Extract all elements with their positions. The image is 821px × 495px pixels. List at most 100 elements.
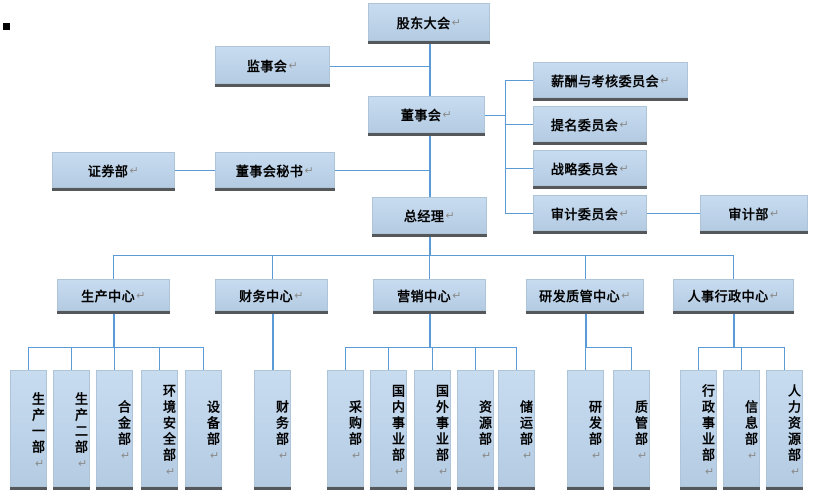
connector-committee-4 — [505, 213, 533, 214]
pilcrow-icon: ↵ — [621, 288, 631, 302]
connector-center-5 — [733, 255, 734, 279]
node-dept-domestic-business[interactable]: 国内事业部↵ — [370, 370, 407, 487]
node-dept-overseas-business[interactable]: 国外事业部↵ — [414, 370, 451, 487]
connector-board-to-committee-bus — [485, 115, 506, 116]
pilcrow-icon: ↵ — [769, 288, 780, 302]
pilcrow-icon: ↵ — [703, 465, 716, 481]
pilcrow-icon: ↵ — [393, 465, 406, 481]
node-shareholders-meeting[interactable]: 股东大会↵ — [368, 3, 490, 41]
connector-rnd-dept-2 — [631, 347, 632, 370]
node-label: 营销中心 — [397, 289, 452, 305]
pilcrow-icon: ↵ — [442, 108, 453, 121]
connector-committee-2 — [505, 124, 533, 125]
committee-bus — [505, 80, 506, 214]
connector-board-to-gm — [429, 133, 431, 199]
node-committee-audit[interactable]: 审计委员会↵ — [533, 195, 647, 231]
connector-prod-dept-2 — [71, 347, 72, 370]
connector-hr-dept-3 — [784, 347, 785, 370]
node-dept-procurement[interactable]: 采购部↵ — [327, 370, 364, 487]
connector-prod-dept-5 — [203, 347, 204, 370]
pilcrow-icon: ↵ — [437, 465, 450, 481]
node-dept-equipment[interactable]: 设备部↵ — [185, 370, 222, 487]
pilcrow-icon: ↵ — [636, 449, 649, 465]
pilcrow-icon: ↵ — [136, 288, 146, 302]
pilcrow-icon: ↵ — [451, 15, 462, 29]
node-committee-compensation-assessment[interactable]: 薪酬与考核委员会↵ — [533, 62, 688, 98]
node-dept-storage-transport[interactable]: 储运部↵ — [498, 370, 535, 487]
node-dept-quality-control[interactable]: 质管部↵ — [613, 370, 650, 487]
node-label: 环境安全部 — [160, 384, 175, 464]
pilcrow-icon: ↵ — [33, 457, 46, 473]
pilcrow-icon: ↵ — [208, 449, 221, 465]
pilcrow-icon: ↵ — [619, 117, 630, 131]
node-label: 薪酬与考核委员会 — [551, 74, 660, 90]
pilcrow-icon: ↵ — [521, 449, 534, 465]
node-label: 监事会 — [246, 59, 288, 75]
node-label: 储运部 — [517, 400, 532, 448]
node-label: 人力资源部 — [785, 384, 800, 464]
node-committee-nomination[interactable]: 提名委员会↵ — [533, 106, 647, 142]
node-label: 总经理 — [403, 210, 445, 225]
node-label: 人事行政中心 — [687, 289, 769, 305]
pilcrow-icon: ↵ — [789, 465, 802, 481]
anchor-marker — [3, 23, 10, 30]
connector-supervisors-to-trunk — [330, 66, 430, 67]
connector-mkt-dept-1 — [345, 347, 346, 370]
node-board-secretary[interactable]: 董事会秘书↵ — [215, 152, 335, 188]
node-dept-administration[interactable]: 行政事业部↵ — [680, 370, 717, 487]
connector-committee-3 — [505, 168, 533, 169]
node-dept-rnd[interactable]: 研发部↵ — [567, 370, 604, 487]
pilcrow-icon: ↵ — [660, 73, 670, 87]
connector-center-2 — [272, 255, 273, 279]
pilcrow-icon: ↵ — [304, 163, 315, 177]
pilcrow-icon: ↵ — [350, 449, 363, 465]
node-dept-alloy[interactable]: 合金部↵ — [96, 370, 133, 487]
node-board-of-directors[interactable]: 董事会↵ — [368, 96, 485, 133]
node-label: 证券部 — [87, 164, 129, 180]
node-label: 财务部 — [273, 400, 288, 448]
node-dept-finance[interactable]: 财务部↵ — [254, 370, 291, 487]
node-dept-resources[interactable]: 资源部↵ — [457, 370, 494, 487]
connector-secretary-to-trunk — [335, 170, 430, 171]
connector-mkt-dept-2 — [388, 347, 389, 370]
pilcrow-icon: ↵ — [164, 465, 177, 481]
node-label: 董事会秘书 — [235, 164, 304, 180]
node-label: 审计委员会 — [550, 207, 619, 223]
node-center-production[interactable]: 生产中心↵ — [57, 279, 170, 311]
node-center-finance[interactable]: 财务中心↵ — [215, 279, 328, 311]
connector-hr-dept-2 — [741, 347, 742, 370]
node-label: 国外事业部 — [433, 384, 448, 464]
node-board-of-supervisors[interactable]: 监事会↵ — [215, 46, 330, 84]
connector-center-3 — [429, 255, 430, 279]
node-label: 设备部 — [204, 400, 219, 448]
node-label: 行政事业部 — [699, 384, 714, 464]
pilcrow-icon: ↵ — [129, 163, 140, 177]
node-dept-information[interactable]: 信息部↵ — [723, 370, 760, 487]
connector-prod-dept-1 — [28, 347, 29, 370]
node-center-marketing[interactable]: 营销中心↵ — [373, 279, 486, 311]
node-label: 采购部 — [346, 400, 361, 448]
connector-rnd-dept-1 — [585, 347, 586, 370]
node-label: 质管部 — [632, 400, 647, 448]
node-dept-production-1[interactable]: 生产一部↵ — [10, 370, 47, 487]
connector-center-4 — [585, 255, 586, 279]
node-dept-human-resources[interactable]: 人力资源部↵ — [766, 370, 803, 487]
node-committee-strategy[interactable]: 战略委员会↵ — [533, 150, 647, 186]
marketing-bus — [345, 347, 516, 348]
node-label: 战略委员会 — [550, 162, 619, 178]
node-center-hr-admin[interactable]: 人事行政中心↵ — [673, 279, 794, 311]
node-dept-production-2[interactable]: 生产二部↵ — [53, 370, 90, 487]
node-dept-environment-safety[interactable]: 环境安全部↵ — [141, 370, 178, 487]
node-securities-dept[interactable]: 证券部↵ — [52, 152, 175, 188]
node-center-rnd-quality[interactable]: 研发质管中心↵ — [526, 279, 644, 311]
node-audit-dept[interactable]: 审计部↵ — [700, 195, 808, 231]
node-label: 信息部 — [742, 400, 757, 448]
connector-rnd-down — [585, 311, 587, 347]
node-label: 资源部 — [476, 400, 491, 448]
pilcrow-icon: ↵ — [619, 161, 630, 175]
node-general-manager[interactable]: 总经理↵ — [372, 197, 487, 234]
pilcrow-icon: ↵ — [277, 449, 290, 465]
connector-audit-committee-to-audit-dept — [645, 213, 700, 214]
node-label: 生产一部 — [29, 392, 44, 456]
connector-marketing-down — [429, 311, 431, 347]
